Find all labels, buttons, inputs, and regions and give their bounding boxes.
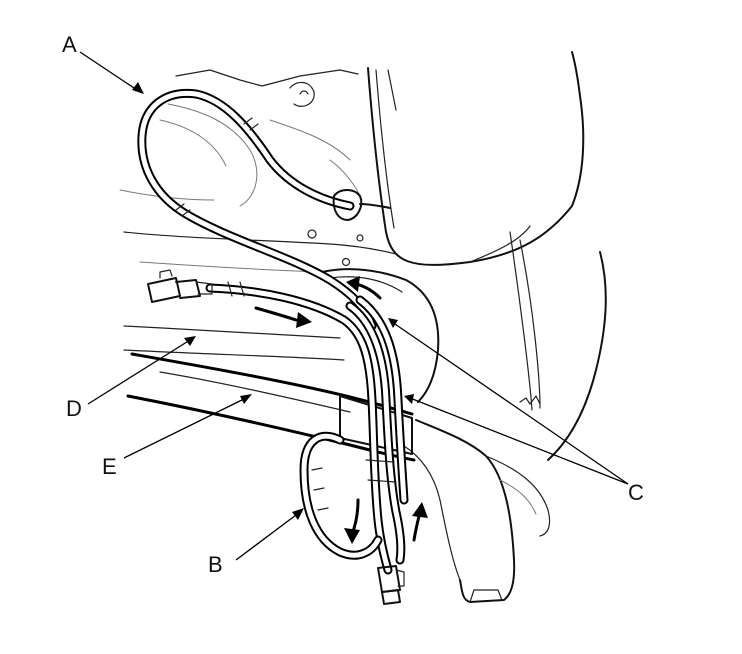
label-b: B	[208, 552, 223, 577]
routing-arrows	[254, 276, 428, 544]
callout-labels: A B C D E	[62, 32, 644, 577]
harness-bundle	[205, 281, 409, 575]
lower-connector	[377, 565, 405, 605]
label-e: E	[102, 454, 117, 479]
label-c: C	[628, 480, 644, 505]
label-d: D	[66, 396, 82, 421]
vehicle-body-panels	[119, 51, 607, 603]
callout-leaders	[79, 51, 629, 561]
harness-wire-a	[137, 88, 391, 331]
upper-left-connector	[147, 269, 213, 303]
label-a: A	[62, 32, 77, 57]
